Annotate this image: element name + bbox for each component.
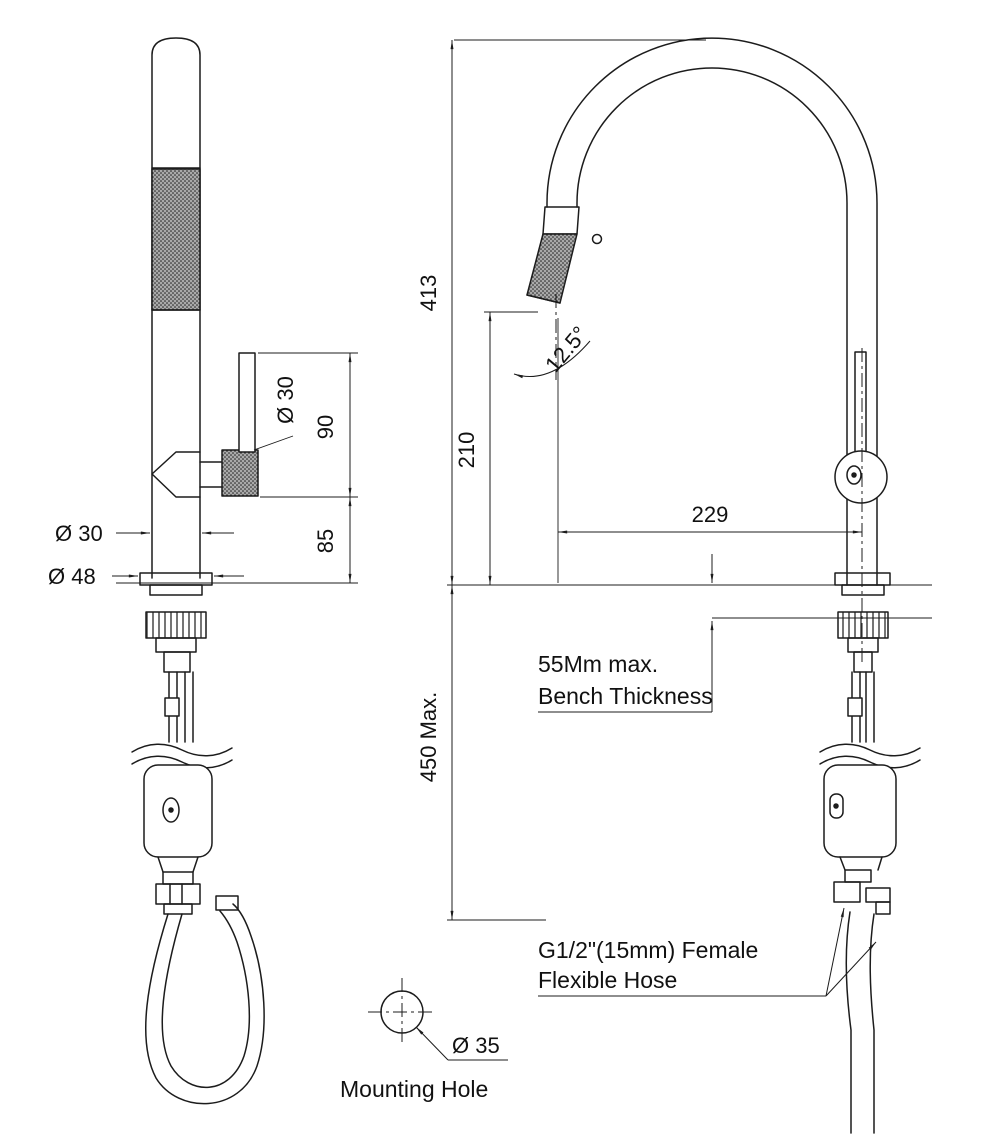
break-line — [131, 755, 233, 769]
front-sprayer-barrel — [823, 764, 897, 858]
dia-30-lever-label: Ø 30 — [273, 376, 298, 424]
dia-48-base-label: Ø 48 — [48, 564, 96, 589]
front-view — [526, 37, 921, 1134]
angle-12-5-label: 12.5° — [540, 321, 592, 377]
hose-elbow — [215, 895, 239, 911]
front-view-dimensions: 12.5° 413 210 229 55Mm max. Bench Thickn… — [416, 39, 932, 997]
dim-210-label: 210 — [454, 432, 479, 469]
gooseneck-inner — [576, 67, 848, 586]
wand-knurl-grip — [151, 168, 201, 311]
sprayer-button — [162, 797, 180, 823]
dim-85-label: 85 — [313, 529, 338, 553]
mounting-hole-label: Mounting Hole — [340, 1076, 488, 1102]
angle-arc — [513, 340, 591, 379]
front-lever-rod — [854, 351, 867, 453]
hose-note-line1: G1/2"(15mm) Female — [538, 937, 758, 963]
sprayer-barrel — [143, 764, 213, 858]
front-sprayer-button — [829, 793, 844, 819]
dim-229-label: 229 — [692, 502, 729, 527]
hose-nut — [155, 883, 201, 905]
break-line — [819, 755, 921, 769]
dim-413-label: 413 — [416, 275, 441, 312]
flexible-hose-loop — [161, 910, 251, 1089]
front-hose-nut — [833, 881, 861, 903]
front-flexible-hose — [869, 913, 875, 1134]
spout-knurl — [526, 233, 578, 304]
dia-35-label: Ø 35 — [452, 1033, 500, 1058]
hose-note-line2: Flexible Hose — [538, 967, 677, 993]
spout-collar — [542, 206, 580, 235]
gooseneck-outer — [546, 37, 878, 586]
handle-knob-knurl — [221, 449, 259, 497]
break-line — [131, 743, 233, 757]
wand-body-outline — [151, 37, 201, 579]
handle-lever-rod — [238, 352, 256, 453]
front-hose-elbow — [865, 887, 891, 903]
dim-450-max-label: 450 Max. — [416, 692, 441, 783]
handle-pivot — [151, 451, 201, 498]
front-flexible-hose — [845, 911, 852, 1134]
dia-30-body-label: Ø 30 — [55, 521, 103, 546]
bench-note-line2: Bench Thickness — [538, 683, 713, 709]
bench-note-line1: 55Mm max. — [538, 651, 658, 677]
side-view-dimensions: 90 85 Ø 30 Ø 30 Ø 48 — [48, 352, 358, 589]
break-line — [819, 743, 921, 757]
side-view — [131, 37, 265, 1105]
mounting-hole-detail: Ø 35 Mounting Hole — [340, 978, 508, 1102]
flexible-hose-loop — [144, 903, 265, 1105]
front-mounting-nut — [837, 611, 889, 639]
mounting-nut — [145, 611, 207, 639]
spout-detail — [591, 233, 603, 245]
dim-90-label: 90 — [313, 415, 338, 439]
